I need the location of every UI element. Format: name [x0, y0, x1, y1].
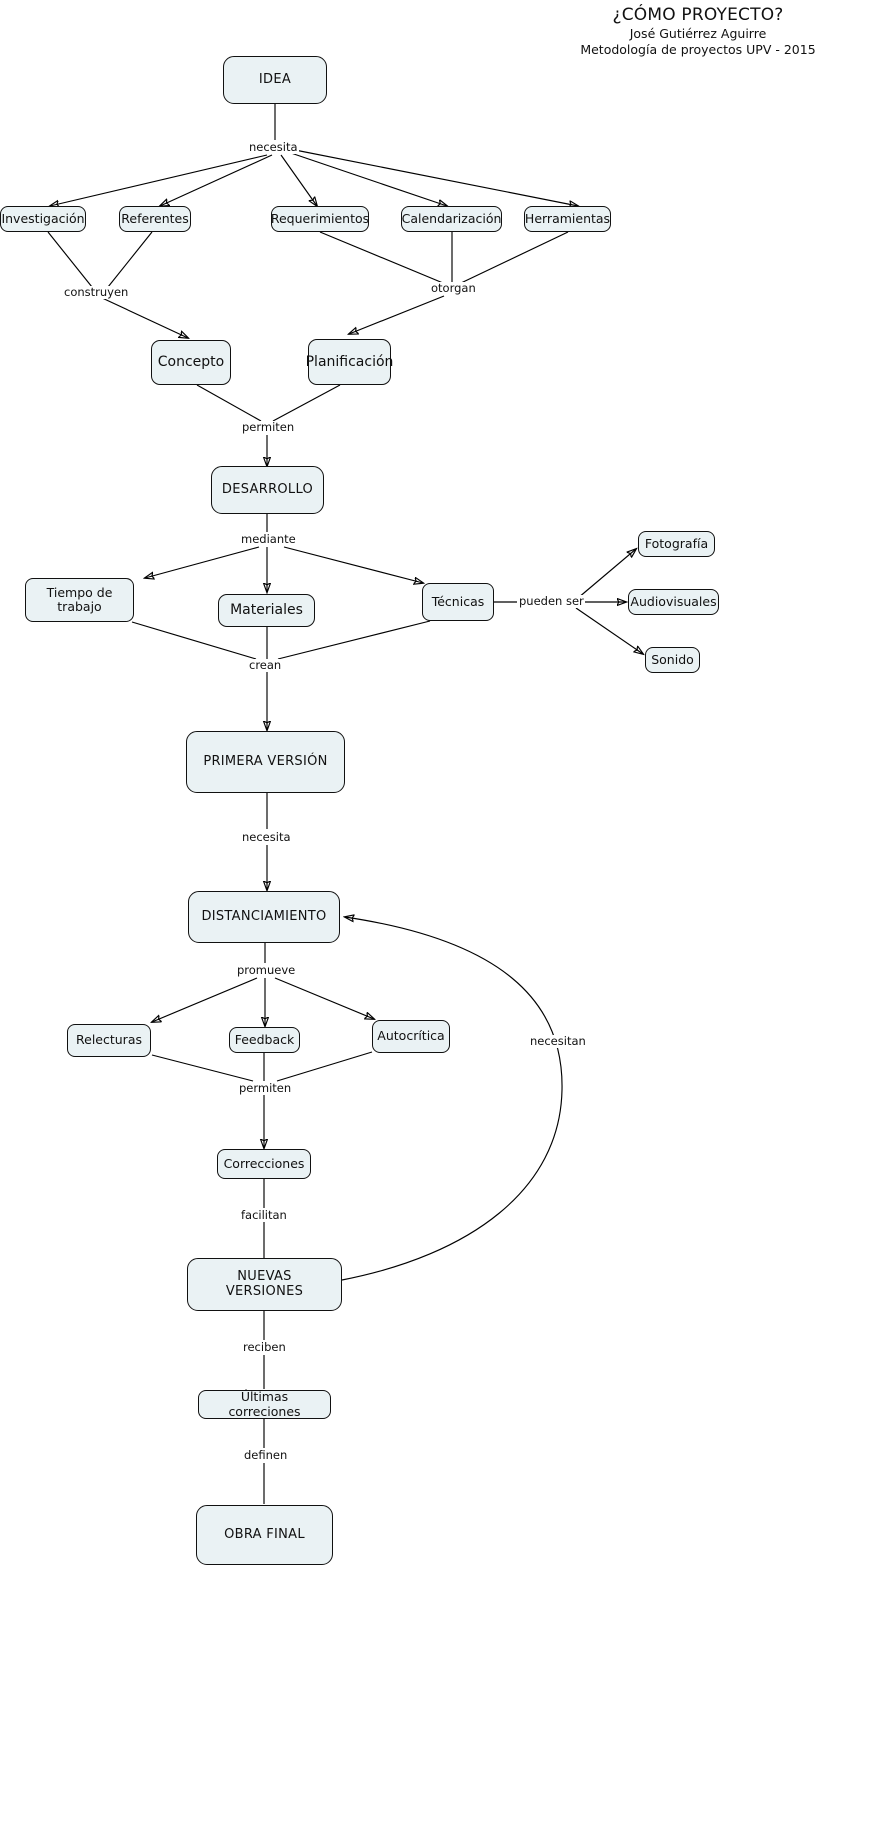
node-label: DESARROLLO [221, 481, 314, 497]
edge-label-necesita-1: necesita [248, 140, 299, 154]
node-materiales[interactable]: Materiales [218, 594, 315, 627]
node-label: Herramientas [524, 210, 611, 226]
edge-label-reciben: reciben [242, 1340, 287, 1354]
node-investigacion[interactable]: Investigación [0, 206, 86, 232]
node-label: Materiales [230, 602, 303, 619]
node-label: Requerimientos [270, 210, 370, 226]
edge-label-permiten-2: permiten [238, 1081, 293, 1095]
node-label: Técnicas [431, 593, 485, 609]
node-primera-version[interactable]: PRIMERA VERSIÓN [186, 731, 345, 793]
node-ultimas-correciones[interactable]: Últimas correciones [198, 1389, 331, 1419]
node-planificacion[interactable]: Planificación [305, 339, 394, 385]
node-sonido[interactable]: Sonido [645, 647, 700, 673]
node-autocritica[interactable]: Autocrítica [372, 1020, 450, 1053]
node-requerimientos[interactable]: Requerimientos [271, 206, 369, 232]
course-subtitle: Metodología de proyectos UPV - 2015 [580, 42, 816, 57]
node-label: Investigación [1, 210, 85, 226]
node-tecnicas[interactable]: Técnicas [422, 583, 494, 621]
node-label: Feedback [234, 1031, 295, 1047]
edge-label-otorgan: otorgan [430, 281, 477, 295]
edge-label-necesitan: necesitan [529, 1034, 587, 1048]
page-header: ¿CÓMO PROYECTO? José Gutiérrez Aguirre M… [533, 4, 863, 58]
node-nuevas-versiones[interactable]: NUEVAS VERSIONES [187, 1258, 342, 1311]
node-concepto[interactable]: Concepto [151, 340, 231, 385]
edge-label-pueden-ser: pueden ser [518, 594, 585, 608]
edge-label-facilitan: facilitan [240, 1208, 288, 1222]
node-tiempo-de-trabajo[interactable]: Tiempo de trabajo [25, 578, 134, 622]
node-label: Correcciones [223, 1155, 305, 1171]
node-label: OBRA FINAL [224, 1526, 305, 1542]
node-label: Planificación [305, 353, 394, 370]
node-correcciones[interactable]: Correcciones [217, 1149, 311, 1179]
node-label: IDEA [258, 71, 292, 87]
node-label: Concepto [157, 354, 225, 371]
node-obra-final[interactable]: OBRA FINAL [196, 1505, 333, 1565]
node-label: Fotografía [644, 535, 709, 551]
author-name: José Gutiérrez Aguirre [629, 26, 767, 41]
edge-label-promueve: promueve [236, 963, 297, 977]
node-referentes[interactable]: Referentes [119, 206, 191, 232]
node-calendarizacion[interactable]: Calendarización [401, 206, 502, 232]
node-audiovisuales[interactable]: Audiovisuales [628, 589, 719, 615]
page-title: ¿CÓMO PROYECTO? [612, 5, 784, 25]
node-distanciamiento[interactable]: DISTANCIAMIENTO [188, 891, 340, 943]
node-label: DISTANCIAMIENTO [201, 908, 327, 924]
edge-label-crean: crean [248, 658, 283, 672]
edge-label-necesita-2: necesita [241, 830, 292, 844]
edge-label-permiten-1: permiten [241, 420, 296, 434]
node-herramientas[interactable]: Herramientas [524, 206, 611, 232]
node-label: Calendarización [401, 210, 502, 226]
node-label: PRIMERA VERSIÓN [203, 753, 328, 769]
node-label: Autocrítica [377, 1028, 445, 1044]
edge-label-definen: definen [243, 1448, 289, 1462]
edge-label-mediante: mediante [240, 532, 297, 546]
node-desarrollo[interactable]: DESARROLLO [211, 466, 324, 514]
node-label: Audiovisuales [630, 593, 717, 609]
node-feedback[interactable]: Feedback [229, 1027, 300, 1053]
node-label: NUEVAS VERSIONES [225, 1268, 304, 1299]
node-idea[interactable]: IDEA [223, 56, 327, 104]
node-fotografia[interactable]: Fotografía [638, 531, 715, 557]
node-label: Referentes [121, 210, 189, 226]
node-label: Relecturas [76, 1032, 142, 1048]
node-label: Tiempo de trabajo [46, 584, 113, 614]
edge-label-construyen: construyen [63, 285, 130, 299]
node-label: Sonido [651, 651, 694, 667]
node-relecturas[interactable]: Relecturas [67, 1024, 151, 1057]
node-label: Últimas correciones [228, 1389, 301, 1419]
